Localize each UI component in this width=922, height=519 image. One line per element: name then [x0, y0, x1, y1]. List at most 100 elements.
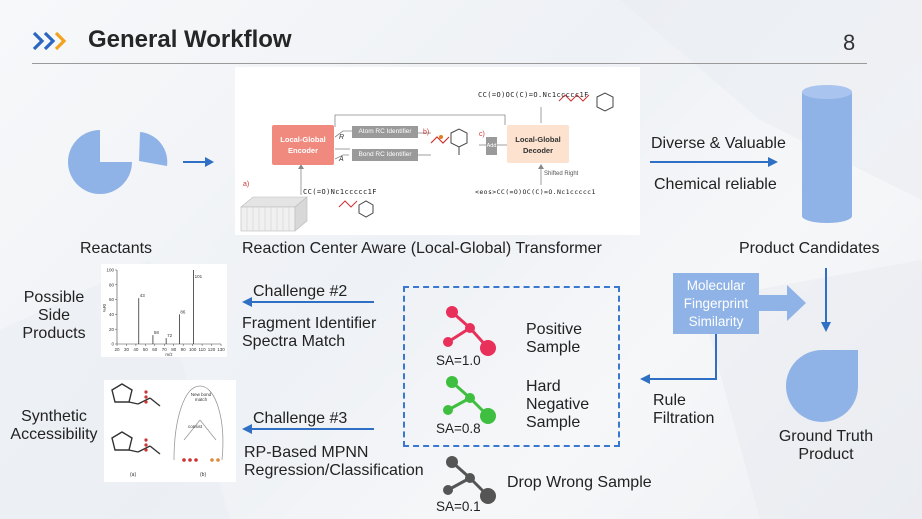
page-title: General Workflow	[88, 26, 292, 53]
output-smiles: CC(=O)OC(C)=O.Nc1ccccc1F	[478, 91, 589, 99]
wrong-molecule-icon	[443, 456, 496, 504]
spectrum-y-tick-label: 60	[109, 297, 115, 302]
rule-filtration-line1: Rule	[653, 392, 686, 409]
database-cylinder-icon	[802, 85, 852, 223]
positive-sa: SA=1.0	[436, 353, 481, 368]
transformer-connectors	[240, 92, 614, 232]
transformer-label: Reaction Center Aware (Local-Global) Tra…	[242, 240, 602, 257]
intermediate-molecule-icon	[430, 128, 468, 155]
spectrum-x-tick-label: 80	[171, 347, 177, 352]
fingerprint-line3: Similarity	[688, 314, 744, 329]
header-divider	[32, 63, 867, 64]
shifted-right-label: Shifted Right	[544, 171, 579, 177]
spectrum-y-label: %RI	[102, 304, 107, 313]
spectrum-y-tick-label: 0	[111, 342, 114, 347]
spectrum-peak-label: 101	[195, 274, 203, 279]
spectrum-peak-label: 58	[154, 330, 160, 335]
fingerprint-line2: Fingerprint	[683, 296, 749, 311]
product-candidates-label: Product Candidates	[739, 240, 880, 257]
spectrum-x-label: m/z	[165, 352, 173, 357]
spectrum-peak-label: 72	[167, 333, 173, 338]
hard-negative-line3: Sample	[526, 414, 581, 431]
positive-molecule-icon	[443, 306, 496, 356]
mark-a: a)	[243, 181, 250, 188]
challenge2-line2: Spectra Match	[242, 333, 346, 350]
challenge2-line1: Fragment Identifier	[242, 315, 377, 332]
spectrum-y-tick-label: 100	[106, 268, 114, 273]
drop-wrong-label: Drop Wrong Sample	[507, 474, 652, 491]
fingerprint-line1: Molecular	[686, 278, 746, 293]
positive-line1: Positive	[526, 321, 583, 338]
transformer-diagram: Local-Global Encoder Atom RC Identifier …	[235, 67, 640, 235]
spectrum-x-tick-label: 90	[181, 347, 187, 352]
spectrum-x-tick-label: 70	[162, 347, 168, 352]
pyrrolidine-molecule-icon	[111, 383, 161, 407]
positive-line2: Sample	[526, 339, 581, 356]
rule-filtration-line2: Filtration	[653, 410, 715, 427]
chevrons-icon	[32, 31, 67, 51]
challenge3-line1: RP-Based MPNN	[244, 444, 369, 461]
mpnn-top-label: New bond match	[190, 392, 212, 402]
reliable-label: Chemical reliable	[654, 176, 777, 193]
arrow-right-icon	[650, 157, 778, 167]
spectrum-peak-label: 43	[140, 293, 146, 298]
synthetic-line2: Accessibility	[10, 426, 98, 443]
output-molecule-icon	[558, 92, 614, 112]
bond-rc-block: Bond RC Identifier	[352, 149, 418, 161]
mpnn-figure-panel: New bond match consist (a) (b)	[104, 380, 236, 482]
reactants-shape-icon	[68, 130, 168, 194]
symbol-r: R	[339, 134, 345, 141]
hard-negative-sa: SA=0.8	[436, 421, 481, 436]
encoder-block: Local-Global Encoder	[272, 125, 334, 165]
spectrum-x-tick-label: 50	[143, 347, 149, 352]
spectrum-x-tick-label: 30	[124, 347, 130, 352]
arrow-right-icon	[183, 157, 214, 167]
input-smiles: CC(=O)Nc1ccccc1F	[303, 188, 377, 196]
challenge3-title: Challenge #3	[253, 410, 348, 427]
mark-c: c)	[479, 131, 485, 138]
hard-negative-molecule-icon	[443, 376, 496, 424]
hard-negative-line1: Hard	[526, 378, 561, 395]
spectrum-peak-label: 86	[180, 309, 186, 314]
mpnn-figure-drawing	[111, 383, 224, 462]
pyrrolidine-molecule-icon	[111, 431, 161, 455]
mpnn-caption-a: (a)	[130, 472, 137, 478]
sample-box	[403, 286, 620, 447]
ground-truth-line2: Product	[798, 446, 854, 463]
spectrum-x-tick-label: 20	[114, 347, 120, 352]
spectrum-y-tick-label: 80	[109, 282, 115, 287]
spectrum-x-tick-label: 100	[189, 347, 197, 352]
spectrum-x-tick-label: 60	[152, 347, 158, 352]
ground-truth-line1: Ground Truth	[778, 428, 874, 445]
fingerprint-box: Molecular Fingerprint Similarity	[673, 273, 759, 334]
spectrum-y-tick-label: 20	[109, 327, 115, 332]
input-molecule-icon	[338, 200, 374, 218]
arrow-down-icon	[821, 268, 831, 332]
wrong-sa: SA=0.1	[436, 499, 481, 514]
symbol-a: A	[339, 156, 344, 163]
input-stack-icon	[240, 196, 308, 232]
atom-rc-block: Atom RC Identifier	[352, 126, 418, 138]
block-arrow-right-icon	[759, 285, 806, 321]
side-products-line1: Possible	[23, 289, 85, 306]
diverse-label: Diverse & Valuable	[651, 135, 786, 152]
side-products-line2: Side	[37, 307, 71, 324]
challenge2-title: Challenge #2	[253, 283, 348, 300]
ground-truth-shape-icon	[786, 350, 858, 422]
spectrum-x-tick-label: 120	[208, 347, 216, 352]
mpnn-caption-b: (b)	[200, 472, 207, 478]
challenge3-line2: Regression/Classification	[244, 462, 424, 479]
spectrum-x-tick-label: 110	[198, 347, 206, 352]
spectrum-x-tick-label: 40	[133, 347, 139, 352]
add-block: Add	[486, 137, 497, 155]
arrow-left-icon	[242, 424, 374, 434]
reactants-label: Reactants	[80, 240, 153, 257]
arrow-left-icon	[242, 297, 374, 307]
side-products-line3: Products	[22, 325, 86, 342]
mpnn-mid-label: consist	[188, 424, 203, 429]
decoder-input-smiles: <eos>CC(=O)OC(C)=O.Nc1ccccc1	[475, 188, 596, 196]
hard-negative-line2: Negative	[526, 396, 590, 413]
